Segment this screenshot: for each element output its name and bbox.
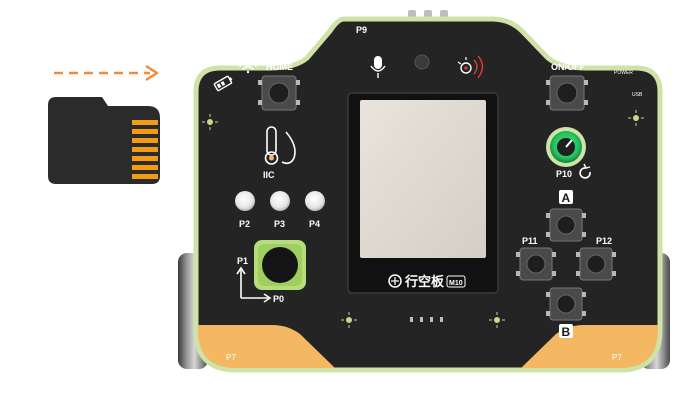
p0-label: P0	[273, 294, 284, 304]
p12-button[interactable]	[576, 247, 616, 281]
p1-label: P1	[237, 256, 248, 266]
p2-led	[235, 191, 255, 211]
insert-arrow-icon	[54, 64, 159, 82]
p3-label: P3	[274, 219, 285, 229]
left-accent	[198, 325, 335, 368]
p9-label: P9	[356, 25, 367, 35]
bottom-connector	[410, 317, 443, 322]
buzzer-icon	[457, 55, 484, 79]
bottom-right-led-icon	[489, 312, 505, 328]
a-badge	[559, 190, 573, 204]
p2-label: P2	[239, 219, 250, 229]
p3-led	[270, 191, 290, 211]
b-label: B	[562, 325, 571, 339]
p7-left-label: P7	[226, 353, 236, 362]
microsd-card-icon	[48, 97, 160, 184]
axis-arrows-icon	[236, 266, 272, 303]
right-led-icon	[628, 110, 644, 126]
temperature-humidity-icon	[264, 126, 296, 165]
battery-icon	[213, 75, 233, 92]
p11-button[interactable]	[516, 247, 556, 281]
a-label: A	[562, 191, 571, 205]
p12-label: P12	[596, 236, 612, 246]
brand-logo	[388, 274, 402, 288]
b-button[interactable]	[546, 287, 586, 321]
usb-label: USB	[632, 92, 643, 98]
p7-right-label: P7	[612, 353, 622, 362]
model-badge	[446, 275, 466, 288]
brand-name: 行空板	[404, 274, 445, 289]
p4-led	[305, 191, 325, 211]
iic-label: IIC	[263, 170, 275, 180]
p10-label: P10	[556, 169, 572, 179]
microphone-icon	[370, 56, 386, 78]
right-accent	[521, 325, 658, 368]
onoff-label: ON/OFF	[551, 62, 585, 72]
joystick[interactable]	[254, 240, 306, 290]
left-led-icon	[202, 114, 218, 130]
rotate-icon	[579, 163, 591, 179]
rotary-knob[interactable]	[546, 127, 586, 167]
power-label: POWER	[614, 70, 633, 76]
wifi-icon	[239, 61, 257, 74]
a-button[interactable]	[546, 208, 586, 242]
model-label: M10	[449, 280, 463, 287]
p4-label: P4	[309, 219, 320, 229]
bottom-left-led-icon	[341, 312, 357, 328]
home-button[interactable]	[258, 75, 300, 111]
home-label: HOME	[266, 62, 293, 72]
lcd-screen[interactable]	[347, 92, 499, 294]
light-sensor	[414, 54, 430, 70]
b-badge	[559, 324, 573, 338]
p11-label: P11	[522, 236, 538, 246]
onoff-button[interactable]	[546, 75, 588, 111]
